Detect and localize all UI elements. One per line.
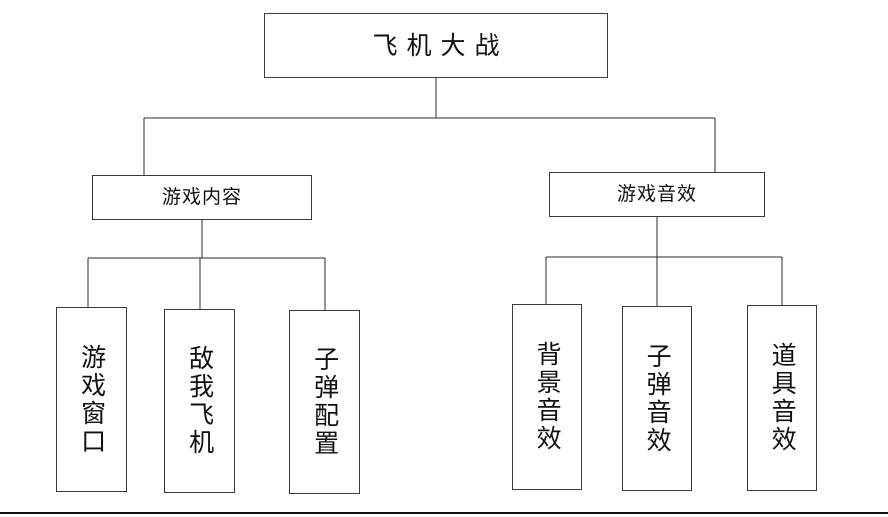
node-game-audio[interactable]: 游戏音效 [549,172,765,217]
node-root[interactable]: 飞机大战 [264,13,608,78]
node-enemy-and-player-planes-label: 敌我飞机 [185,345,215,457]
node-game-window[interactable]: 游戏窗口 [56,307,127,492]
node-root-label: 飞机大战 [372,31,509,60]
node-bullet-config[interactable]: 子弹配置 [289,310,360,494]
node-background-audio[interactable]: 背景音效 [512,304,582,490]
node-item-audio-label: 道具音效 [768,342,798,454]
node-background-audio-label: 背景音效 [533,341,563,453]
node-game-window-label: 游戏窗口 [77,343,107,456]
node-bullet-audio-label: 子弹音效 [643,342,673,455]
node-item-audio[interactable]: 道具音效 [747,305,817,491]
node-game-content-label: 游戏内容 [161,186,242,208]
node-game-content[interactable]: 游戏内容 [92,175,312,220]
node-bullet-audio[interactable]: 子弹音效 [622,306,692,491]
page-bottom-rule [0,512,888,514]
node-game-audio-label: 游戏音效 [616,183,697,205]
node-bullet-config-label: 子弹配置 [310,346,340,458]
node-enemy-and-player-planes[interactable]: 敌我飞机 [164,309,235,493]
